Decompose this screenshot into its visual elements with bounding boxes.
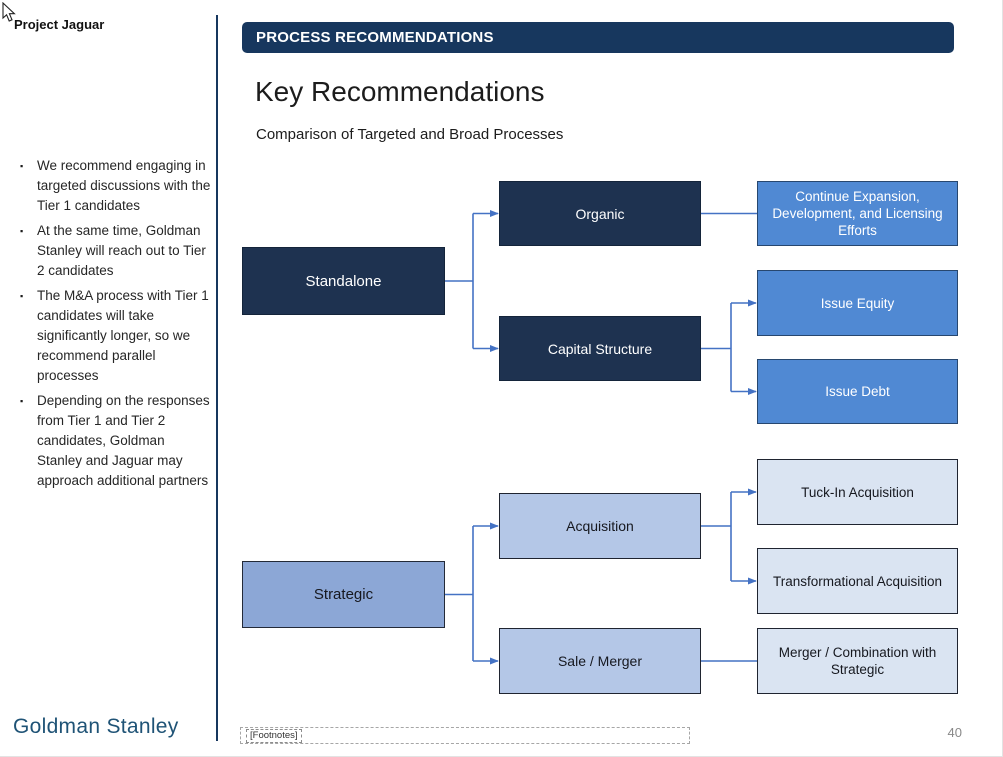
node-capital-structure[interactable]: Capital Structure [499, 316, 701, 381]
mouse-pointer-icon [2, 2, 16, 22]
section-banner[interactable]: PROCESS RECOMMENDATIONS [242, 22, 954, 53]
bullet-item: ▪ The M&A process with Tier 1 candidates… [20, 286, 212, 386]
node-label: Acquisition [566, 518, 634, 534]
node-label: Capital Structure [547, 340, 653, 357]
node-strategic[interactable]: Strategic [242, 561, 445, 628]
node-label: Tuck-In Acquisition [801, 484, 914, 500]
page-title: Key Recommendations [255, 76, 545, 107]
bullet-item: ▪ Depending on the responses from Tier 1… [20, 391, 212, 491]
node-label: Standalone [305, 272, 382, 290]
node-label: Organic [575, 205, 625, 222]
node-label: Merger / Combination with Strategic [778, 645, 937, 677]
node-label: Issue Equity [820, 295, 895, 311]
node-label: Sale / Merger [557, 653, 643, 669]
node-continue-expansion[interactable]: Continue Expansion, Development, and Lic… [757, 181, 958, 246]
node-sale-merger[interactable]: Sale / Merger [499, 628, 701, 694]
bullet-square-icon: ▪ [20, 291, 24, 301]
footnotes-placeholder[interactable]: [Footnotes] [240, 727, 690, 744]
node-standalone[interactable]: Standalone [242, 247, 445, 315]
node-merger-combination[interactable]: Merger / Combination with Strategic [757, 628, 958, 694]
company-logo: Goldman Stanley [13, 715, 179, 738]
bullet-text: The M&A process with Tier 1 candidates w… [37, 288, 209, 383]
bullet-square-icon: ▪ [20, 226, 24, 236]
bullet-item: ▪ We recommend engaging in targeted disc… [20, 156, 212, 216]
node-tuck-in-acquisition[interactable]: Tuck-In Acquisition [757, 459, 958, 525]
node-transformational-acquisition[interactable]: Transformational Acquisition [757, 548, 958, 614]
node-organic[interactable]: Organic [499, 181, 701, 246]
project-title: Project Jaguar [14, 17, 105, 32]
node-label: Strategic [313, 586, 374, 603]
footnotes-label: [Footnotes] [246, 728, 302, 743]
node-label: Transformational Acquisition [772, 573, 943, 589]
node-label: Issue Debt [825, 384, 890, 399]
page-number: 40 [947, 725, 962, 740]
bullet-square-icon: ▪ [20, 161, 24, 171]
bullet-text: We recommend engaging in targeted discus… [37, 158, 211, 213]
node-issue-equity[interactable]: Issue Equity [757, 270, 958, 336]
node-acquisition[interactable]: Acquisition [499, 493, 701, 559]
vertical-divider [216, 15, 218, 741]
bullet-square-icon: ▪ [20, 396, 24, 406]
page-subtitle: Comparison of Targeted and Broad Process… [256, 126, 564, 143]
sidebar-bullet-list[interactable]: ▪ We recommend engaging in targeted disc… [20, 156, 212, 496]
bullet-item: ▪ At the same time, Goldman Stanley will… [20, 221, 212, 281]
bullet-text: At the same time, Goldman Stanley will r… [37, 223, 206, 278]
node-label: Continue Expansion, Development, and Lic… [772, 189, 943, 238]
bullet-text: Depending on the responses from Tier 1 a… [37, 393, 210, 488]
node-issue-debt[interactable]: Issue Debt [757, 359, 958, 424]
